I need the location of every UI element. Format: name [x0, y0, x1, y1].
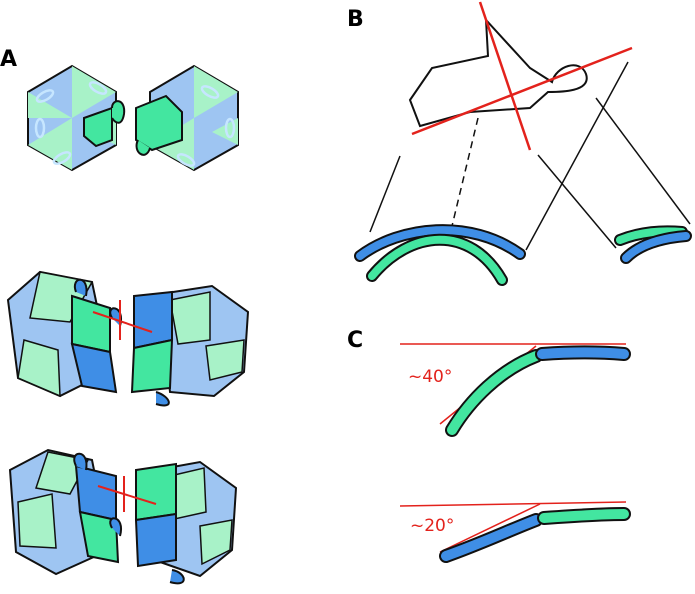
- panel-c: ~40° ~20°: [400, 344, 626, 556]
- red-axis-2: [480, 2, 530, 150]
- sheet-outline: [410, 20, 587, 126]
- red-axis-1: [412, 48, 632, 134]
- unit-pair-bottom: [10, 450, 236, 583]
- panel-label-c: C: [347, 328, 363, 353]
- angle-label-20: ~20°: [410, 516, 454, 536]
- hexagon-right-top: [136, 66, 238, 170]
- unit-pair-middle: [8, 272, 248, 405]
- panel-label-a: A: [0, 47, 17, 72]
- unit-pair-top: [28, 66, 238, 170]
- angle-label-40: ~40°: [408, 367, 452, 387]
- panel-a: [8, 66, 248, 583]
- panel-b: [360, 2, 690, 280]
- panel-label-b: B: [347, 7, 364, 32]
- hexagon-left-top: [28, 66, 124, 170]
